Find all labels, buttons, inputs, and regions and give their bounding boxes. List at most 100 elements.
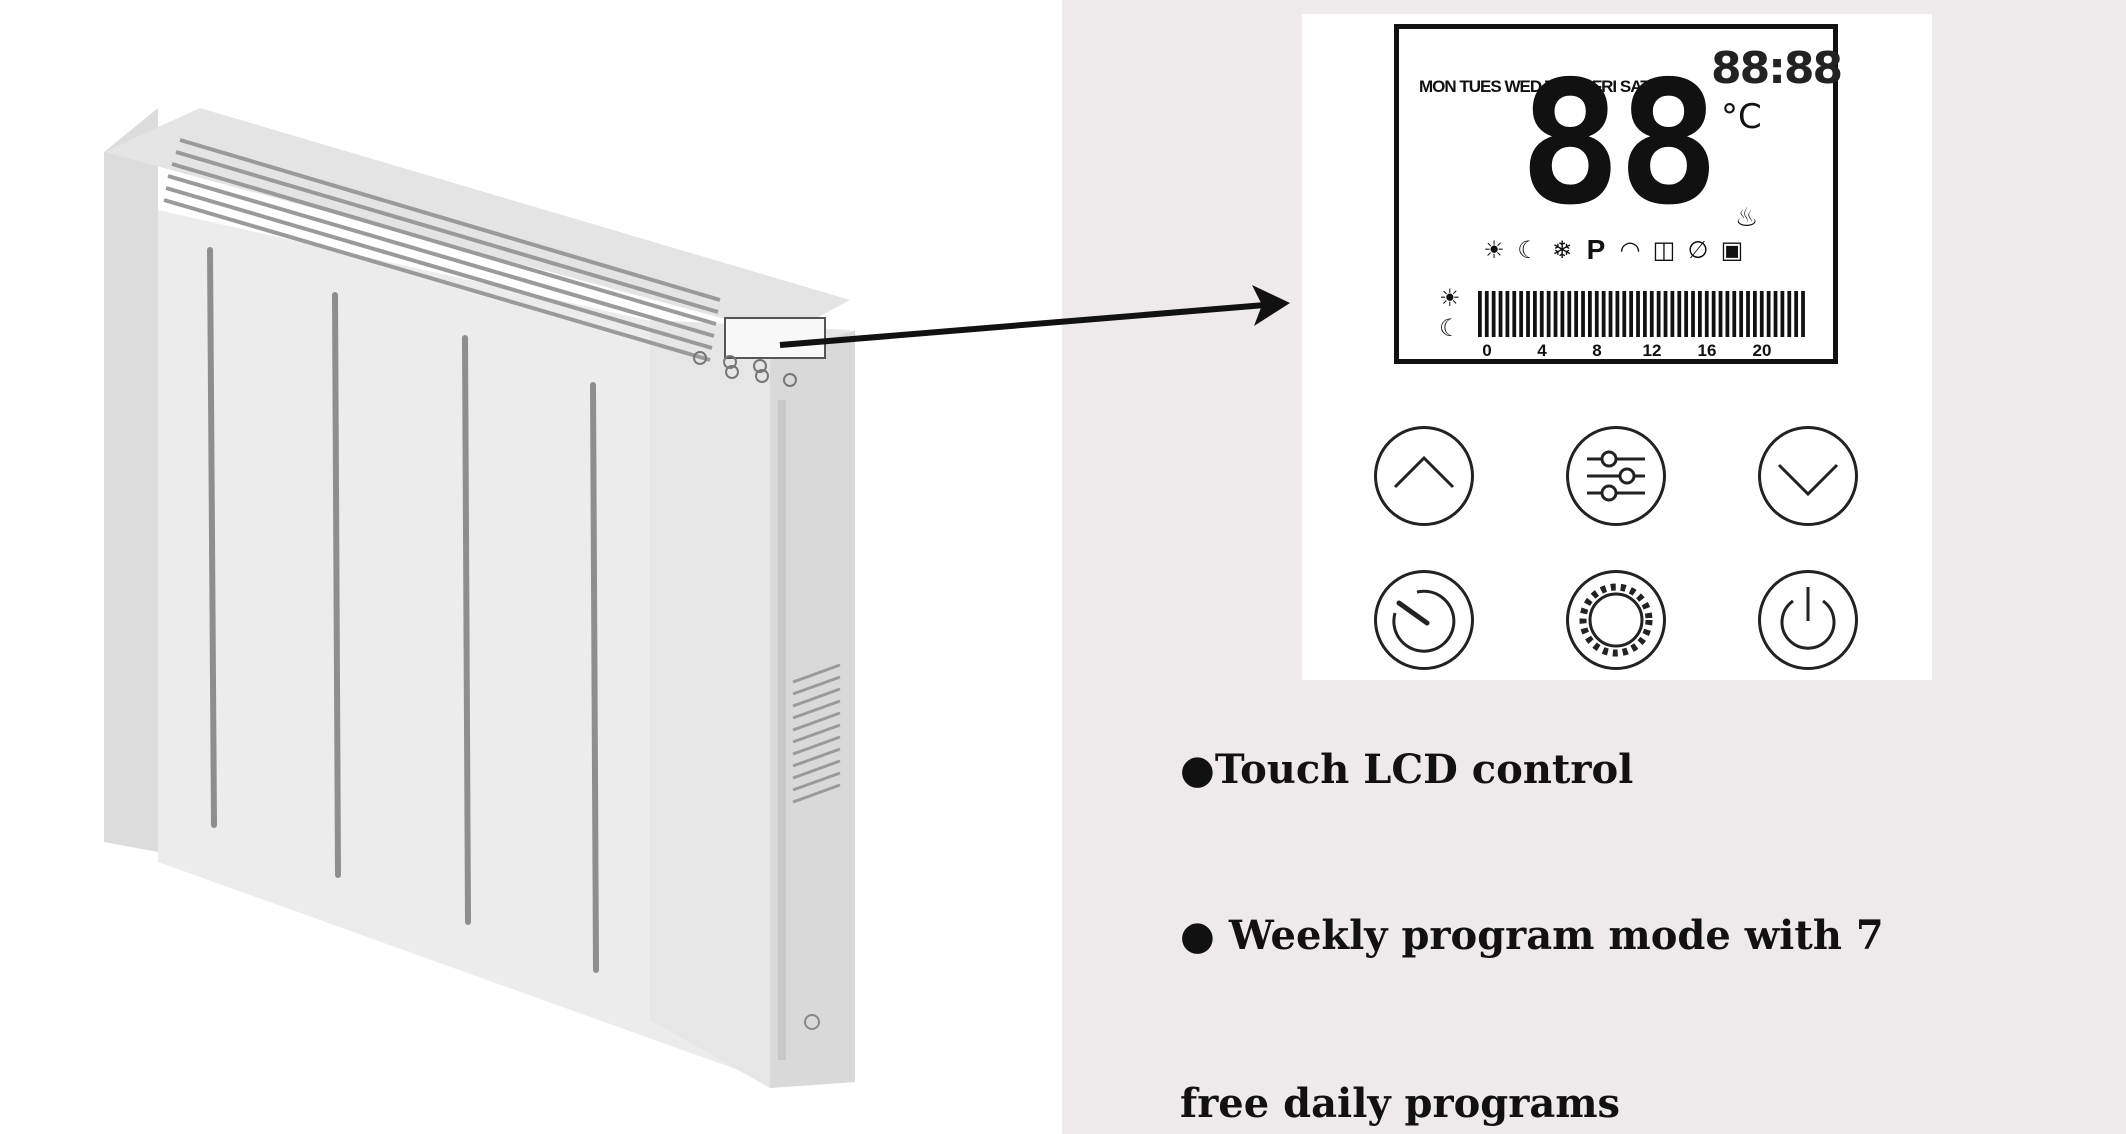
lcd-weekdays: MON TUES WED THUR FRI SAT SUN [1419,77,1687,96]
callout-arrow-line [779,302,1266,348]
hour-bar [1615,291,1620,337]
gear-icon [1579,583,1653,657]
hour-bar [1601,291,1606,337]
program-icon: P [1586,234,1606,265]
hour-bar [1498,291,1503,337]
comfort-sun-icon: ☀ [1439,284,1461,312]
feature-weekly-program: ● Weekly program mode with 7 [1180,912,1884,959]
hour-label: 20 [1752,341,1772,360]
hour-bar [1649,291,1654,337]
hour-bar [1533,291,1537,337]
hour-bar [1574,291,1579,337]
hour-bar [1780,291,1785,337]
hour-bar [1484,291,1489,337]
settings-button[interactable] [1566,426,1666,526]
hour-bar [1588,291,1592,337]
hour-bar [1560,291,1565,337]
program-mode-icons: ☀ ☾ [1439,283,1469,343]
feature-touch-lcd: ●Touch LCD control [1180,746,1634,793]
hour-bar [1608,291,1613,337]
hour-bar [1636,291,1640,337]
hour-bar [1643,291,1647,337]
eco-moon-icon: ☾ [1439,314,1461,342]
lcd-temperature: 88 [1519,45,1720,243]
chevron-down-icon [1777,463,1839,497]
hour-bar [1670,291,1675,337]
mode-button[interactable] [1566,570,1666,670]
hour-bar [1594,291,1599,337]
power-button[interactable] [1758,570,1858,670]
hour-bar [1581,291,1585,337]
hour-bar [1732,291,1737,337]
chevron-up-icon [1393,455,1455,489]
control-column-side [770,330,855,1088]
hour-bar [1759,291,1764,337]
lcd-status-icons: ☀ ☾ ❄ P ◠ ◫ ∅ ▣ [1481,235,1745,265]
mini-lcd [724,317,826,359]
hour-bar [1512,291,1517,337]
hour-bar [1725,291,1730,337]
heating-icon: ♨ [1735,203,1759,233]
hour-bar [1739,291,1744,337]
hour-bar [1698,291,1702,337]
hour-bar [1519,291,1524,337]
hour-label: 12 [1642,341,1662,360]
lock-icon: ▣ [1720,236,1744,264]
up-button[interactable] [1374,426,1474,526]
feature-daily-programs: free daily programs [1180,1080,1621,1127]
hour-bar [1684,291,1689,337]
lcd-display: MON TUES WED THUR FRI SAT SUN 88:88 88 °… [1394,24,1843,365]
timer-icon [1392,589,1456,653]
hour-bar [1656,291,1661,337]
down-button[interactable] [1758,426,1858,526]
radiator-top [104,108,850,335]
sun-icon: ☀ [1483,236,1505,264]
radiator-left-side [104,108,158,852]
hourly-program-bars [1478,291,1805,337]
top-grille [163,138,721,362]
hour-bar [1478,291,1482,337]
sliders-icon [1587,450,1645,502]
mini-buttons [693,351,797,387]
hour-bar [1801,291,1805,337]
hour-bar [1704,291,1709,337]
hour-bar [1539,291,1544,337]
hour-bar [1746,291,1750,337]
hour-label: 8 [1592,341,1602,360]
hour-bar [1766,291,1771,337]
hour-bar [1794,291,1799,337]
hour-bar [1567,291,1572,337]
snowflake-icon: ❄ [1551,236,1573,264]
hour-bar [1622,291,1627,337]
hour-bar [1753,291,1757,337]
hour-bar [1691,291,1695,337]
bell-off-icon: ∅ [1687,236,1709,264]
hour-bar [1505,291,1510,337]
hour-label: 4 [1537,341,1547,360]
hour-bar [1526,291,1530,337]
hour-bar [1773,291,1778,337]
lcd-unit: °C [1721,97,1762,137]
window-icon: ◫ [1652,236,1676,264]
timer-button[interactable] [1374,570,1474,670]
hour-bar [1718,291,1723,337]
moon-icon: ☾ [1517,236,1539,264]
hour-bar [1677,291,1682,337]
hour-bar [1491,291,1496,337]
side-vent [792,663,841,804]
front-grooves [207,247,599,973]
vent-dot [804,1014,820,1030]
callout-arrowhead [1252,285,1290,326]
hour-bar [1787,291,1792,337]
hour-bar [1711,291,1716,337]
lcd-clock: 88:88 [1711,43,1843,94]
hour-bar [1546,291,1551,337]
hour-bar [1663,291,1668,337]
control-panel-card: MON TUES WED THUR FRI SAT SUN 88:88 88 °… [1302,14,1932,680]
hour-bar [1553,291,1558,337]
power-icon [1780,587,1836,650]
hour-bar [1629,291,1634,337]
